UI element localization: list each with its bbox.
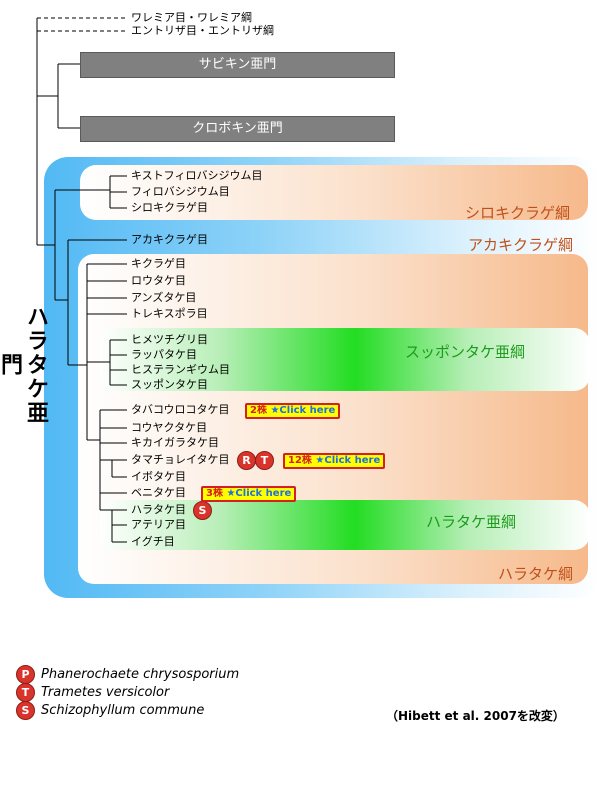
order-phallales: スッポンタケ目 (131, 378, 208, 391)
order-atheliales: アテリア目 (131, 518, 186, 531)
citation: （Hibett et al. 2007を改変） (386, 709, 565, 723)
badge-s: S (16, 701, 35, 720)
class-label-agaricomycetes: ハラタケ綱 (498, 565, 574, 583)
badge-s: S (193, 501, 212, 520)
strain-count: 2株 (250, 405, 267, 416)
badge-t: T (16, 683, 35, 702)
order-auriculariales: キクラゲ目 (131, 257, 186, 270)
class-label-dacrymycetes: アカキクラゲ綱 (468, 236, 574, 254)
order-thelephorales: イボタケ目 (131, 470, 186, 483)
order-tremellales: シロキクラゲ目 (131, 201, 208, 214)
order-polyporales: タマチョレイタケ目 (131, 453, 230, 466)
order-gloeophyllales: キカイガラタケ目 (131, 436, 219, 449)
legend-species: Phanerochaete chrysosporium (41, 667, 240, 682)
badge-p: P (16, 665, 35, 684)
haratake-subclass-panel (100, 500, 590, 550)
order-corticiales: コウヤクタケ目 (131, 421, 208, 434)
badge-r: R (237, 451, 256, 470)
badge-t: T (255, 451, 274, 470)
order-cystofilobasidiales: キストフィロバシジウム目 (131, 169, 263, 182)
subclass-label-agaricomycetidae: ハラタケ亜綱 (426, 513, 517, 531)
order-trechisporales: トレキスポラ目 (131, 307, 208, 320)
order-gomphales: ラッパタケ目 (131, 348, 197, 361)
legend-row-t: T Trametes versicolor (16, 683, 170, 702)
subclass-label-phallomycetidae: スッポンタケ亜綱 (405, 343, 526, 361)
pucciniomycotina-bar: サビキン亜門 (80, 52, 395, 78)
click-here-label: Click here (235, 488, 292, 499)
order-hysterangiales: ヒステランギウム目 (131, 363, 230, 376)
legend-species: Trametes versicolor (41, 685, 170, 700)
order-russulales: ベニタケ目 (131, 486, 186, 499)
click-here-button-hymenochaetales[interactable]: 2株 ★Click here (245, 403, 341, 419)
taxon-entorrhiza: エントリザ目・エントリザ綱 (131, 24, 274, 37)
ustilaginomycotina-bar: クロボキン亜門 (80, 116, 395, 142)
star-icon: ★ (270, 405, 280, 416)
class-label-tremellomycetes: シロキクラゲ綱 (465, 204, 571, 222)
click-here-label: Click here (324, 455, 381, 466)
strain-count: 12株 (288, 455, 312, 466)
star-icon: ★ (226, 488, 236, 499)
subphylum-label: ハラタケ亜門 (0, 305, 48, 425)
shirokikurage-class-panel (80, 165, 588, 220)
taxon-wallemia: ワレミア目・ワレミア綱 (131, 11, 252, 24)
strain-count: 3株 (206, 488, 223, 499)
legend-row-p: P Phanerochaete chrysosporium (16, 665, 240, 684)
order-hymenochaetales: タバコウロコタケ目 (131, 403, 230, 416)
order-agaricales: ハラタケ目 (131, 503, 186, 516)
click-here-button-russulales[interactable]: 3株 ★Click here (201, 486, 297, 502)
order-cantharellales: アンズタケ目 (131, 291, 197, 304)
click-here-label: Click here (279, 405, 336, 416)
order-dacrymycetales: アカキクラゲ目 (131, 233, 208, 246)
click-here-button-polyporales[interactable]: 12株 ★Click here (283, 453, 386, 469)
order-sebacinales: ロウタケ目 (131, 274, 186, 287)
legend-species: Schizophyllum commune (41, 703, 205, 718)
order-boletales: イグチ目 (131, 535, 175, 548)
legend-row-s: S Schizophyllum commune (16, 701, 205, 720)
star-icon: ★ (315, 455, 325, 466)
order-filobasidiales: フィロバシジウム目 (131, 185, 230, 198)
order-geastrales: ヒメツチグリ目 (131, 333, 208, 346)
suppontake-subclass-panel (100, 328, 590, 391)
